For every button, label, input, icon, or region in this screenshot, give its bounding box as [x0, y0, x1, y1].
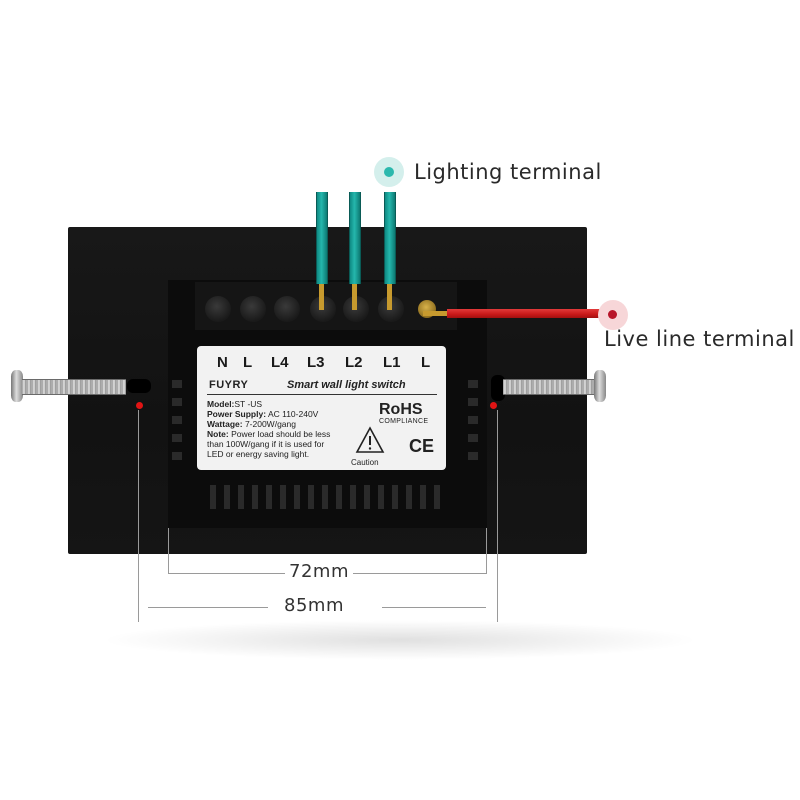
- terminal-screw-l4: [274, 296, 300, 322]
- vent: [172, 398, 182, 406]
- vent: [294, 485, 300, 509]
- marker-dot: [384, 167, 394, 177]
- vent: [406, 485, 412, 509]
- spec-wattage: Wattage: 7-200W/gang: [207, 419, 296, 429]
- vent: [308, 485, 314, 509]
- dimension-tick: [486, 528, 487, 574]
- terminal-label-l3: L3: [307, 354, 325, 371]
- mounting-slot-left: [127, 379, 151, 393]
- wire-tip-l2: [352, 284, 357, 310]
- dimension-tick: [138, 410, 139, 622]
- lighting-wire-l3: [316, 192, 328, 284]
- vent: [468, 452, 478, 460]
- vent: [322, 485, 328, 509]
- rohs-compliance: COMPLIANCE: [379, 418, 429, 425]
- dimension-line-85mm: [148, 607, 268, 608]
- terminal-label-l4: L4: [271, 354, 289, 371]
- live-wire-tip: [423, 311, 449, 316]
- lighting-terminal-marker: [374, 157, 404, 187]
- vent: [266, 485, 272, 509]
- live-line-marker: [598, 300, 628, 330]
- terminal-label-l: L: [243, 354, 253, 371]
- vent: [434, 485, 440, 509]
- rohs-mark: RoHS: [379, 401, 423, 418]
- vent: [280, 485, 286, 509]
- vent: [172, 380, 182, 388]
- spec-note-line3: LED or energy saving light.: [207, 449, 310, 459]
- terminal-label-live: L: [421, 354, 431, 371]
- vent: [378, 485, 384, 509]
- marker-dot: [608, 310, 617, 319]
- vent: [238, 485, 244, 509]
- vent: [364, 485, 370, 509]
- lighting-wire-l2: [349, 192, 361, 284]
- terminal-screw-n: [205, 296, 231, 322]
- ce-mark: CE: [409, 436, 435, 456]
- vent: [350, 485, 356, 509]
- vent: [336, 485, 342, 509]
- dimension-label-72mm: 72mm: [285, 561, 353, 582]
- live-wire: [447, 309, 612, 318]
- dimension-label-85mm: 85mm: [280, 595, 348, 616]
- mounting-screw-head-left: [11, 370, 23, 402]
- terminal-labels: N L L4 L3 L2 L1 L: [207, 354, 437, 374]
- spec-model: Model:ST -US: [207, 399, 263, 409]
- product-label: N L L4 L3 L2 L1 L FUYRY Smart wall light…: [197, 346, 446, 470]
- vent: [468, 398, 478, 406]
- lighting-wire-l1: [384, 192, 396, 284]
- vent: [468, 416, 478, 424]
- dimension-tick: [168, 528, 169, 574]
- vent: [172, 434, 182, 442]
- terminal-label-l1: L1: [383, 354, 401, 371]
- vent: [224, 485, 230, 509]
- mounting-slot-right: [491, 375, 505, 401]
- live-line-terminal-label: Live line terminal: [604, 327, 795, 351]
- vent: [252, 485, 258, 509]
- vent: [420, 485, 426, 509]
- mounting-screw-right: [503, 379, 595, 395]
- vent: [210, 485, 216, 509]
- dimension-line-85mm: [382, 607, 486, 608]
- vent: [468, 380, 478, 388]
- vent: [392, 485, 398, 509]
- wire-tip-l3: [319, 284, 324, 310]
- spec-note-line2: than 100W/gang if it is used for: [207, 439, 325, 449]
- spec-note: Note: Power load should be less: [207, 429, 331, 439]
- wire-tip-l1: [387, 284, 392, 310]
- dimension-tick: [497, 410, 498, 622]
- terminal-label-l2: L2: [345, 354, 363, 371]
- mounting-hole-marker-left: [136, 402, 143, 409]
- brand-logo: FUYRY: [209, 379, 249, 391]
- caution-text: Caution: [351, 458, 379, 467]
- caution-triangle-icon: [355, 426, 385, 453]
- lighting-terminal-label: Lighting terminal: [414, 160, 602, 184]
- mounting-screw-left: [22, 379, 126, 395]
- terminal-screw-l: [240, 296, 266, 322]
- mounting-screw-head-right: [594, 370, 606, 402]
- product-name: Smart wall light switch: [287, 379, 406, 391]
- floor-shadow: [100, 620, 700, 660]
- vent: [172, 452, 182, 460]
- spec-power: Power Supply: AC 110-240V: [207, 409, 319, 419]
- vent: [468, 434, 478, 442]
- vent: [172, 416, 182, 424]
- mounting-hole-marker-right: [490, 402, 497, 409]
- terminal-label-n: N: [217, 354, 228, 371]
- divider: [207, 394, 437, 395]
